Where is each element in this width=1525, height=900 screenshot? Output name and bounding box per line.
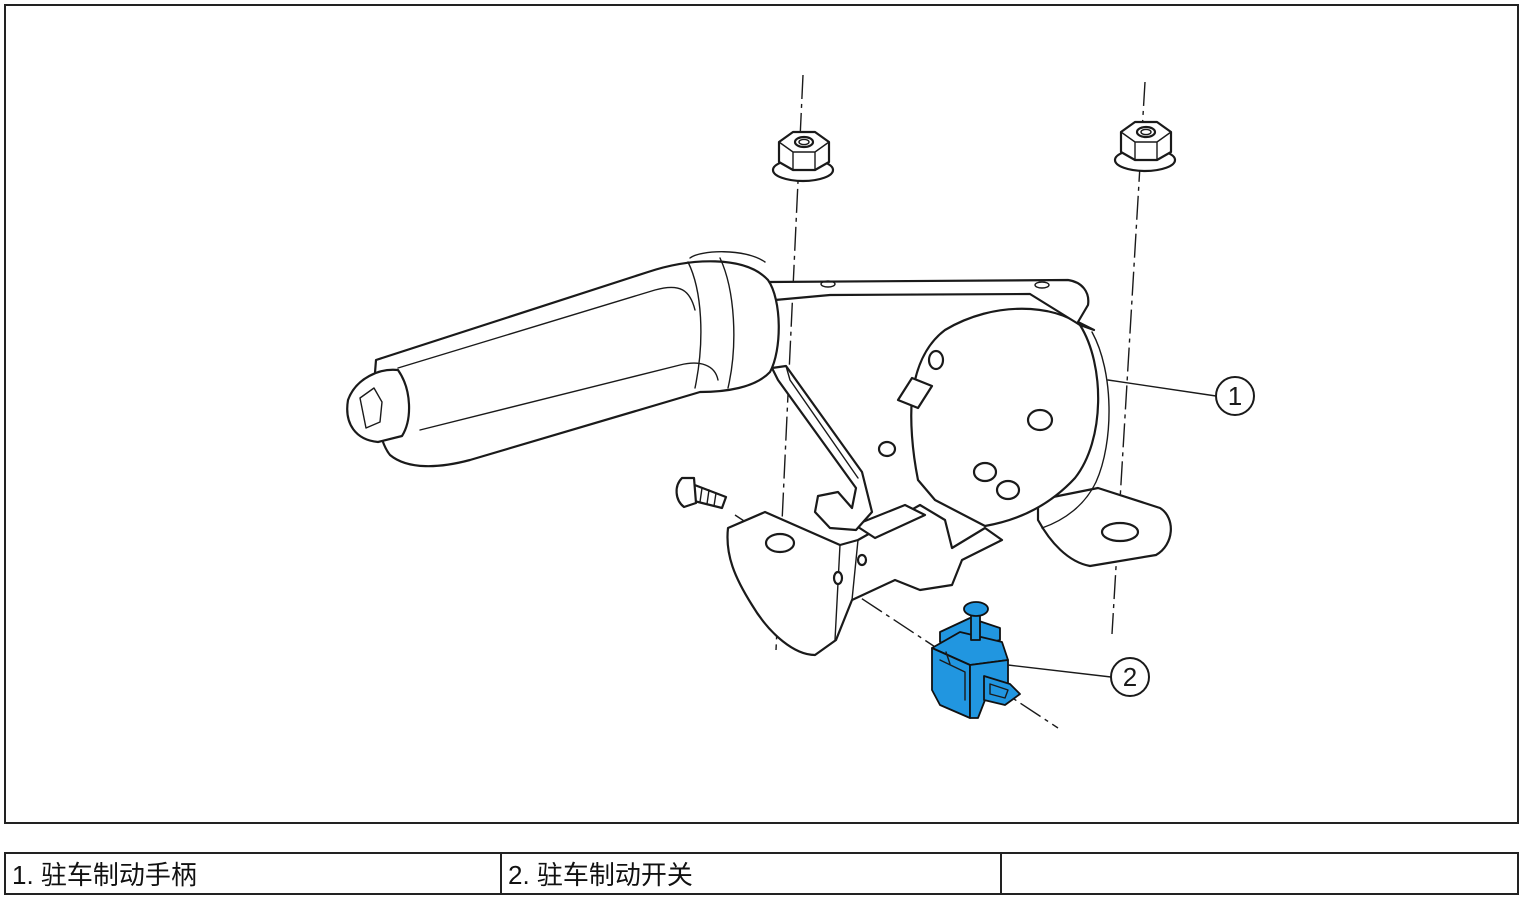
pawl-bolt-upper	[972, 461, 998, 483]
grip-collar-top	[689, 251, 766, 263]
bracket-small-hole	[856, 553, 868, 567]
handle-top-bar	[766, 278, 1096, 332]
foot-mounting-hole	[1100, 521, 1140, 543]
grip-end-knob	[346, 368, 411, 444]
parking-brake-switch	[931, 601, 1021, 719]
left-flange-nut	[771, 130, 835, 183]
switch-body-detail	[939, 651, 966, 701]
grip-facet-lower	[419, 362, 719, 431]
base-bracket	[726, 503, 1004, 657]
grip-body	[373, 260, 780, 468]
illustration-frame	[4, 4, 1519, 824]
legend-item-parking-brake-switch: 2. 驻车制动开关	[502, 854, 1002, 893]
callout-1-leader	[1107, 379, 1217, 397]
rivet	[877, 440, 897, 458]
base-mounting-hole	[764, 532, 796, 554]
base-bracket-plate	[726, 503, 1004, 657]
nut-hole	[1135, 125, 1157, 139]
parts-legend-table: 1. 驻车制动手柄 2. 驻车制动开关	[4, 852, 1519, 895]
callout-2: 2	[1007, 657, 1150, 697]
nut-hole-inner	[798, 138, 810, 146]
release-lever-arm	[770, 364, 874, 532]
callout-1-label: 1	[1228, 381, 1242, 411]
grip-seam-inner	[687, 261, 702, 389]
switch-mount-hole	[832, 570, 844, 586]
callout-2-circle	[1110, 657, 1150, 697]
grip-facet-top	[397, 286, 696, 369]
base-bracket-fold-edge	[834, 539, 859, 641]
switch-front-face	[931, 647, 971, 719]
nut-hole-inner	[1140, 128, 1152, 136]
lever-arm-outline	[770, 364, 874, 532]
callout-1-circle	[1215, 376, 1255, 416]
pivot-bolt-small	[927, 349, 945, 371]
bolt-head	[675, 476, 698, 509]
switch-connector	[983, 675, 1021, 706]
callout-2-label: 2	[1123, 662, 1137, 692]
ratchet-sector-plate	[877, 307, 1110, 529]
parking-brake-exploded-view: 1 2	[346, 74, 1255, 729]
legend-item-parking-brake-handle: 1. 驻车制动手柄	[6, 854, 502, 893]
nut-hex-top	[778, 141, 830, 171]
square-slot	[896, 376, 934, 410]
callout-1: 1	[1107, 376, 1255, 416]
switch-plunger-cap	[963, 601, 989, 617]
sector-pawl-edge	[1041, 331, 1110, 529]
sector-plate-outline	[910, 307, 1100, 528]
callout-2-leader	[1007, 664, 1112, 678]
top-bar-hole-right	[1034, 281, 1050, 289]
legend-empty-cell	[1002, 854, 1517, 893]
nut-hex-body	[777, 130, 831, 172]
top-bar-hole-left	[820, 280, 836, 288]
parking-brake-grip	[346, 251, 780, 468]
switch-mounting-bolt	[675, 476, 728, 510]
right-mounting-foot	[1036, 486, 1172, 568]
nut-hex-body	[1119, 120, 1173, 162]
switch-terminal-pin	[989, 683, 1009, 699]
pivot-bolt	[1026, 408, 1054, 432]
right-flange-nut	[1113, 120, 1177, 173]
bracket-tab	[853, 503, 927, 540]
nut-hole	[793, 135, 815, 149]
pawl-bolt-lower	[995, 479, 1021, 501]
grip-end-knob-face	[359, 387, 383, 429]
grip-seam-outer	[719, 257, 735, 389]
nut-hex-top	[1120, 131, 1172, 161]
bolt-threads	[699, 487, 717, 507]
lever-arm-edge	[785, 365, 859, 479]
top-bar-outline	[766, 278, 1096, 332]
